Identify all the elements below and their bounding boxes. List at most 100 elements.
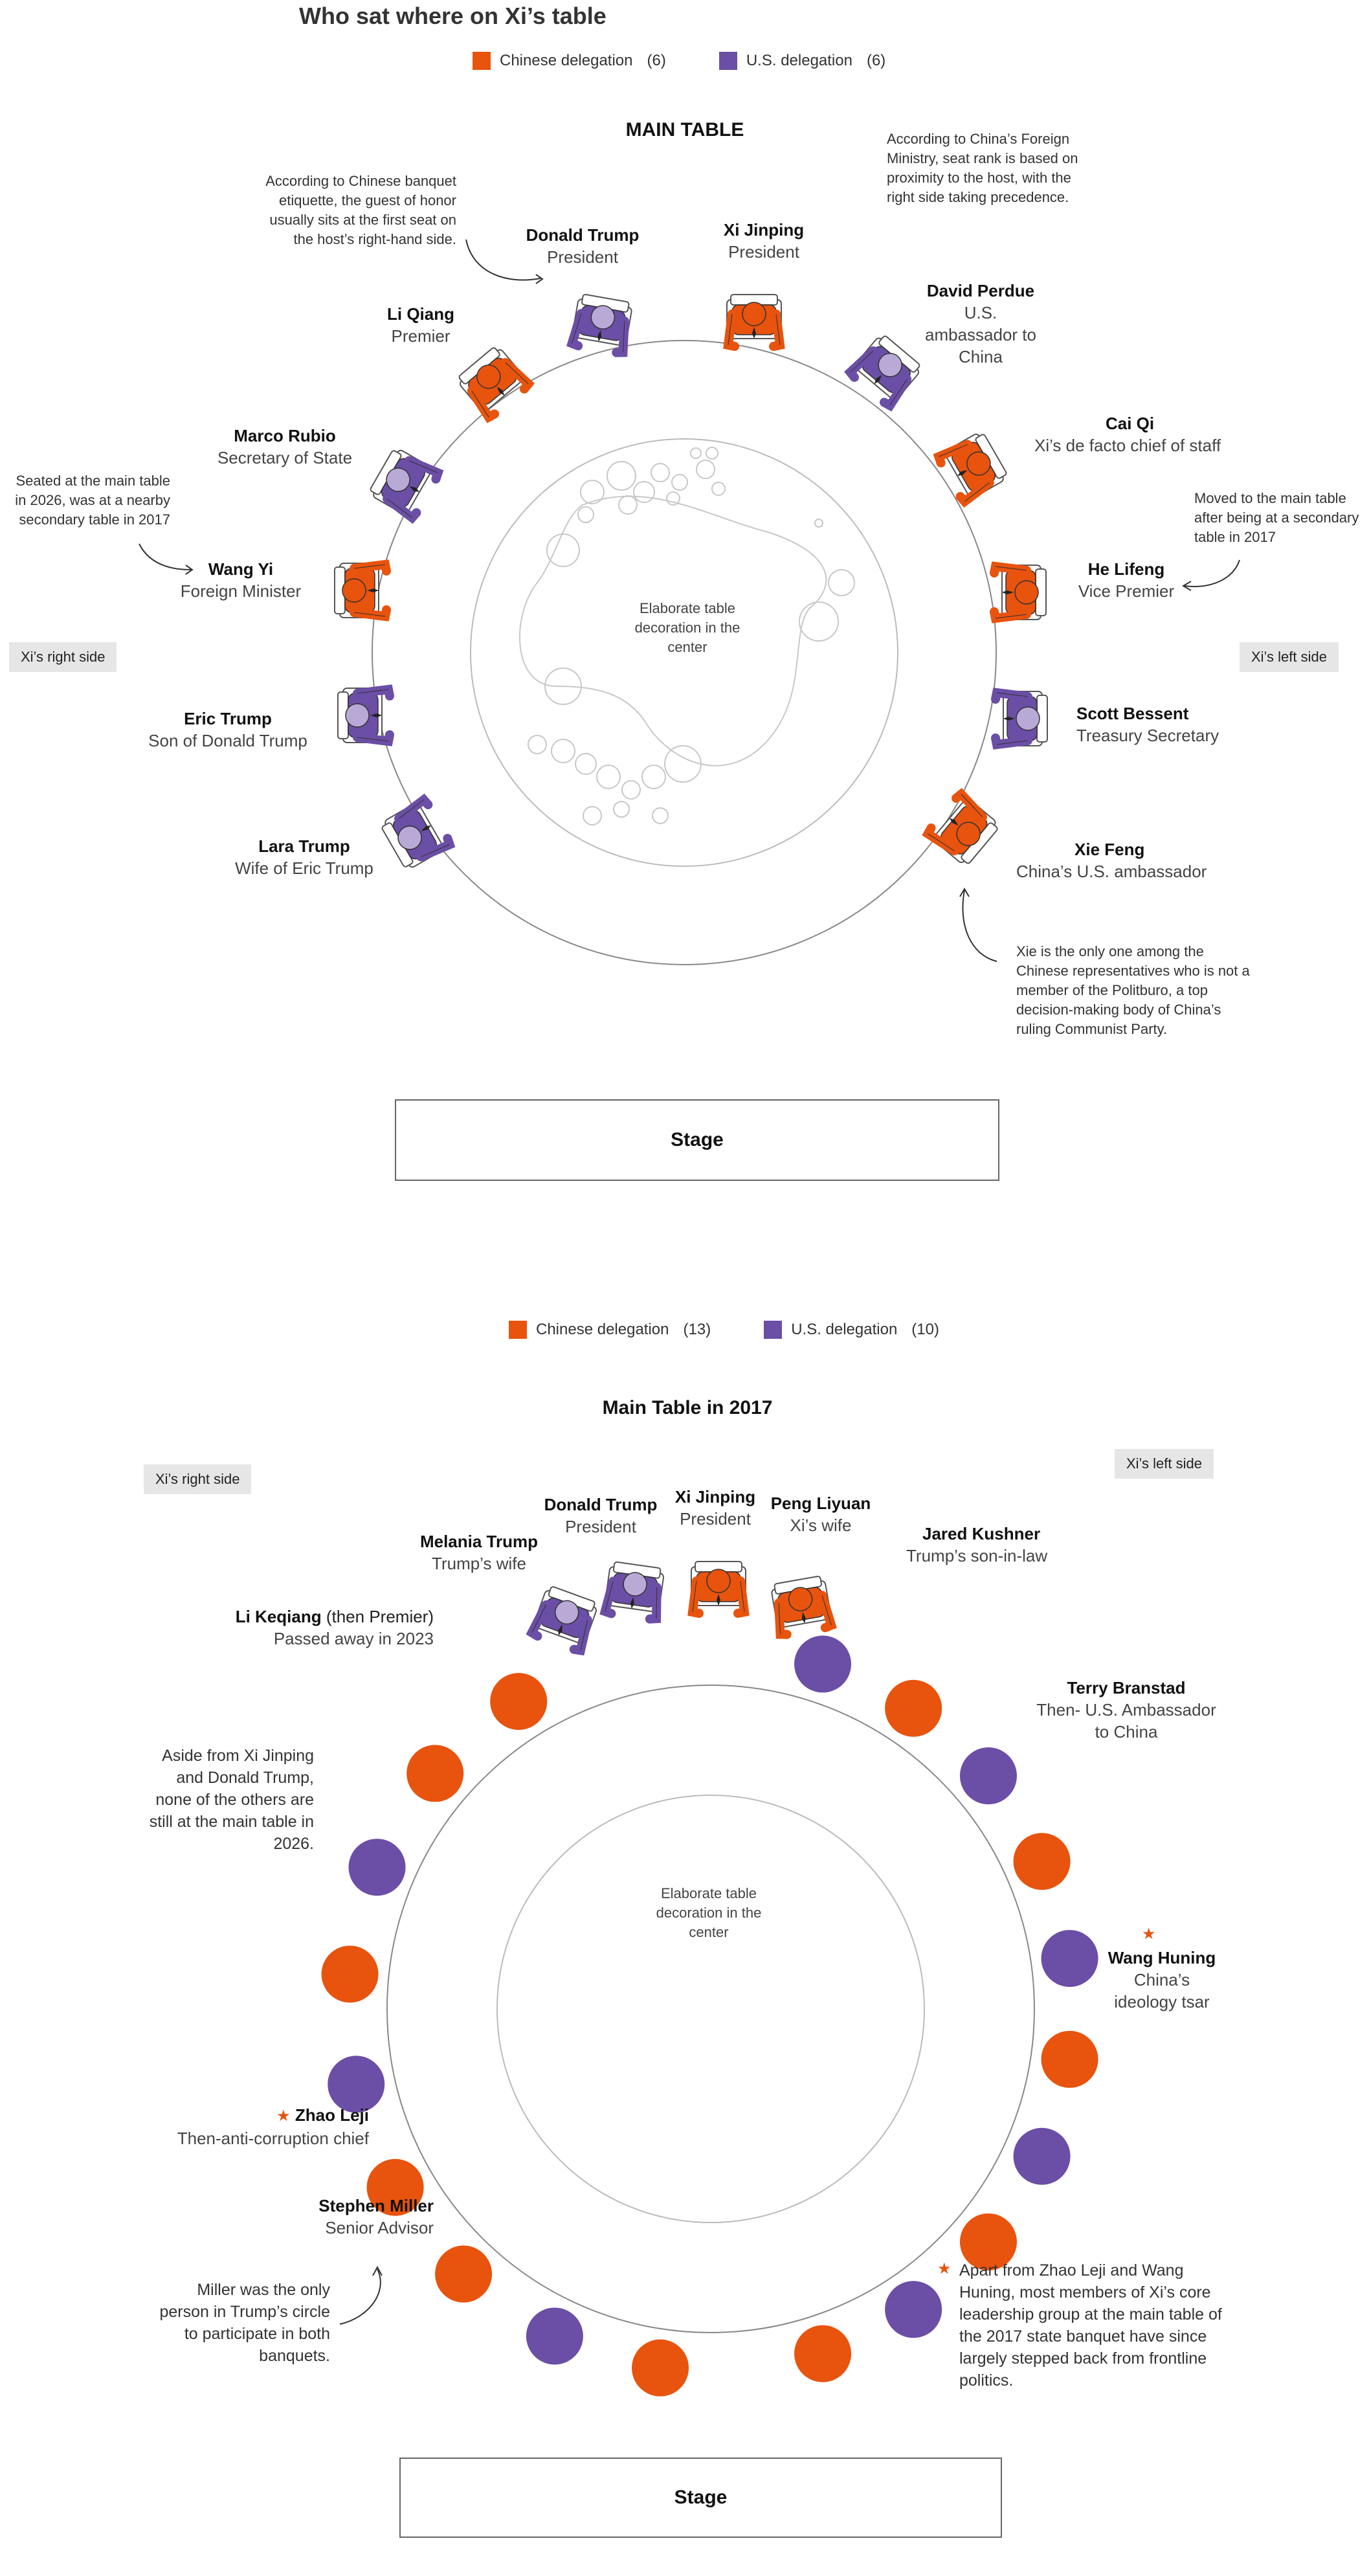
table-2017-title: Main Table in 2017 [602,1397,773,1418]
left-of-xi-seat-0 [794,1635,852,1693]
person-name: Wang Yi [208,559,274,579]
seated-figure-cai-qi [933,433,1007,508]
legend-count: (6) [866,52,886,69]
arrow-miller [339,2268,381,2325]
person-label-rubio: Marco Rubio Secretary of State [201,425,369,469]
star-icon: ★ [1142,1925,1156,1943]
seated-figure-xi-jinping [723,294,785,351]
person-label-xiefeng: Xie Feng China’s U.S. ambassador [1016,838,1207,882]
person-label-liqiang: Li Qiang Premier [362,303,479,347]
person-role: Xi’s wife [790,1516,852,1535]
person-label-laratrump: Lara Trump Wife of Eric Trump [227,835,382,879]
person-name: Scott Bessent [1076,704,1189,723]
person-name: Xi Jinping [723,220,805,240]
person-name: Jared Kushner [922,1524,1041,1543]
person-label-wangyi: Wang Yi Foreign Minister [170,558,312,602]
person-label-erictrump: Eric Trump Son of Donald Trump [144,708,312,752]
seated-figure-li-qiang [458,347,535,423]
left-of-xi-seat-6 [1013,2127,1071,2185]
legend-swatch-chinese [509,1321,527,1339]
person-role: Then- U.S. Ambassador to China [1036,1700,1216,1742]
left-of-xi-seat-4 [1041,1930,1098,1988]
person-role: Trump’s son-in-law [906,1546,1048,1565]
legend-count: (13) [683,1321,711,1338]
person-label-caiqi: Cai Qi Xi’s de facto chief of staff [1034,412,1221,456]
right-of-xi-seat-1 [406,1745,464,1802]
person-name: Xie Feng [1074,840,1145,859]
right-of-xi-seat-7 [526,2307,583,2365]
note-star: Apart from Zhao Leji and Wang Huning, mo… [959,2261,1222,2390]
person-role: Son of Donald Trump [148,731,307,750]
person-role: Xi’s de facto chief of staff [1034,436,1221,455]
right-of-xi-seat-5 [366,2158,424,2216]
person-name: Wang Huning [1107,1948,1216,1967]
person-name: Donald Trump [526,225,640,245]
seated-figure-donald-trump-2017 [599,1561,664,1624]
note-helifeng: Moved to the main table after being at a… [1194,490,1359,545]
arrow-etiquette [465,239,541,281]
seated-figure-xi-jinping-2017 [687,1561,750,1618]
person-label-zhaoleji: ★ Zhao Leji Then-anti-corruption chief [155,2104,369,2149]
person-role: Wife of Eric Trump [235,858,373,878]
legend: Chinese delegation (6) U.S. delegation (… [473,52,931,70]
seated-figure-wang-yi [334,559,391,622]
legend-us: U.S. delegation (6) [718,52,886,70]
person-name: Xi Jinping [674,1487,756,1506]
seated-figure-xie-feng [922,788,998,864]
seated-figure-he-lifeng [990,561,1047,623]
note-xiefeng: Xie is the only one among the Chinese re… [1016,943,1250,1037]
person-role: Then-anti-corruption chief [177,2129,369,2148]
person-name: Cai Qi [1106,414,1155,433]
person-role: Treasury Secretary [1076,726,1219,745]
person-role: Senior Advisor [325,2218,434,2237]
legend-chinese: Chinese delegation (13) [509,1321,711,1339]
legend-count: (6) [647,52,666,69]
seated-figure-david-perdue [844,335,920,412]
person-label-melania: Melania Trump Trump’s wife [401,1530,557,1574]
arrow-wangyi [139,543,192,570]
person-role: President [547,247,618,267]
person-role: Premier [391,326,451,346]
center-note-2017: Elaborate table decoration in the center [656,1885,762,1940]
person-label-wanghuning: Wang Huning China’s ideology tsar [1094,1947,1230,2013]
person-label-bessent: Scott Bessent Treasury Secretary [1076,702,1219,746]
seated-figure-scott-bessent [991,688,1048,750]
person-name: Lara Trump [258,836,350,856]
person-extra: (then Premier) [326,1607,434,1626]
person-role: President [680,1509,751,1529]
person-role: Passed away in 2023 [273,1629,434,1648]
right-of-xi-seat-2 [348,1839,406,1896]
note-others: Aside from Xi Jinping and Donald Trump, … [149,1747,314,1853]
person-name: Eric Trump [184,709,272,728]
person-label-trump: Donald Trump President [505,224,660,268]
decoration-flowers [528,447,855,825]
person-role: Vice Premier [1078,581,1175,601]
person-name: Zhao Leji [295,2105,369,2125]
legend-label: Chinese delegation [536,1321,669,1338]
right-of-xi-seat-3 [321,1945,379,2003]
person-role: President [565,1517,636,1536]
xi-right-side-tag: Xi’s right side [9,642,117,672]
legend-label: U.S. delegation [746,52,852,69]
star-icon: ★ [276,2107,291,2125]
person-name: Stephen Miller [318,2196,434,2215]
legend-label: Chinese delegation [500,52,633,69]
seated-figure-lara-trump [381,793,456,868]
person-label-pengliyuan: Peng Liyuan Xi’s wife [750,1492,892,1536]
person-label-miller: Stephen Miller Senior Advisor [278,2195,434,2239]
seat-dots-2017 [321,1635,1098,2397]
seated-figure-peng-liyuan [771,1575,837,1639]
person-name: He Lifeng [1087,559,1165,579]
person-name: Terry Branstad [1067,1678,1186,1697]
person-label-xi: Xi Jinping President [686,219,841,263]
table-decoration-ring [470,438,898,867]
xi-left-side-tag: Xi’s left side [1240,642,1339,672]
left-of-xi-seat-3 [1013,1833,1071,1890]
person-label-helifeng: He Lifeng Vice Premier [1068,558,1185,602]
right-of-xi-seat-6 [435,2245,493,2303]
person-name: Melania Trump [419,1532,539,1551]
seated-figure-marco-rubio [370,449,444,524]
left-of-xi-seat-7 [959,2213,1017,2270]
note-etiquette: According to Chinese banquet etiquette, … [265,173,456,247]
person-role: China’s ideology tsar [1114,1970,1210,2011]
